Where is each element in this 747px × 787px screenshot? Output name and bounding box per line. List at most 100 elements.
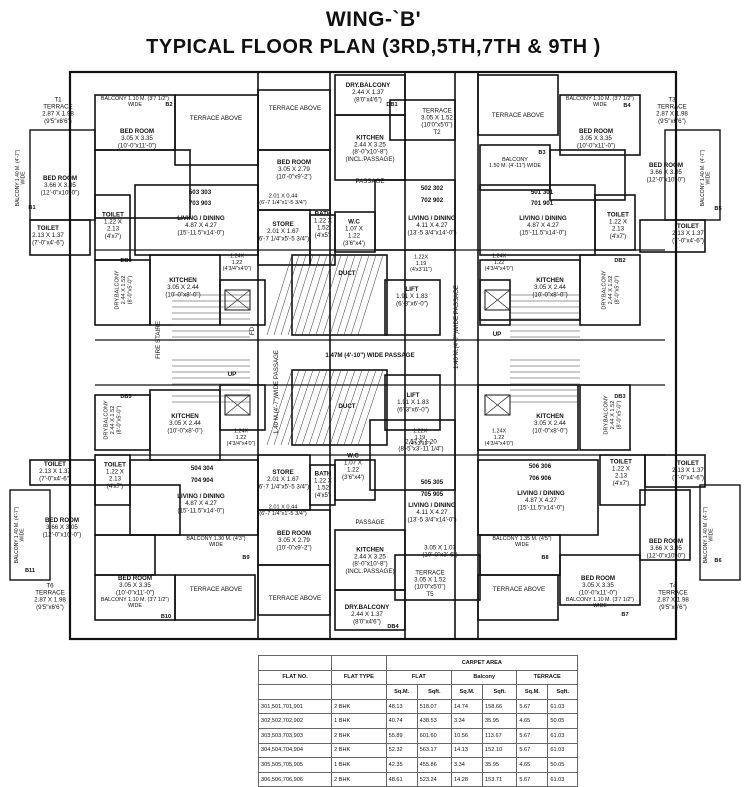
- toilet-t-lower-right-line: 2.13 X 1.37: [672, 467, 704, 474]
- duct-hatch: [308, 254, 335, 336]
- dim-122-lower-line: 1.22X: [413, 429, 427, 435]
- dim-124-upper-right-line: (4'3/4"x4'0"): [485, 266, 514, 272]
- tag-b5-line: B5: [714, 206, 721, 212]
- dry-balcony-db5-line: DRY.BALCONY: [104, 400, 110, 440]
- table-cell: 518.07: [416, 698, 453, 715]
- toilet-t-upper-right-line: TOILET: [677, 223, 699, 230]
- bath-upper-line: (4'x5'): [315, 232, 331, 239]
- bedroom-left-lower-line: BED ROOM: [45, 517, 79, 524]
- balcony-outline: [699, 484, 741, 581]
- terrace-t1-line: 2.87 X 1.98: [42, 111, 74, 118]
- dry-balcony-db2-line: 2.44 X 1.52: [608, 276, 614, 305]
- room-outline: [644, 454, 706, 488]
- toilet-t-lower-left-line: 2.13 X 1.37: [39, 468, 71, 475]
- terrace-t6-line: TERRACE: [35, 590, 65, 597]
- table-cell: 4.65: [516, 713, 549, 729]
- table-cell: 302,502,702,902: [257, 713, 333, 729]
- wc-upper-line: W.C: [348, 218, 360, 225]
- header-balcony: Balcony: [451, 669, 518, 686]
- toilet-t-upper-left-line: (7'-0"x4'-6"): [32, 239, 64, 246]
- table-cell: 5.67: [516, 742, 549, 759]
- living-506-line: LIVING / DINING: [517, 490, 565, 497]
- store-upper-line: STORE: [272, 221, 293, 228]
- dim-124-upper-line: 1.22: [232, 260, 243, 266]
- terrace-above-center-line: TERRACE ABOVE: [269, 105, 321, 112]
- bedroom-upper-left-line: (10'-0"x11'-0"): [118, 142, 156, 149]
- bedroom-right-lower-line: 3.66 X 3.05: [650, 545, 682, 552]
- bedroom-left-upper-line: BED ROOM: [43, 175, 77, 182]
- table-cell: 113.67: [481, 727, 518, 744]
- living-505-line: 4.11 X 4.27: [416, 509, 448, 516]
- table-cell: 10.56: [451, 727, 483, 744]
- dry-balcony-db5-line: (8'-0"x5'-0"): [116, 405, 122, 434]
- dry-balcony-db4-line: DRY.BALCONY: [345, 604, 390, 611]
- store-upper-line: 2.01 X 1.67: [267, 228, 299, 235]
- table-cell: 14.28: [451, 771, 483, 787]
- duct-hatch: [266, 369, 293, 446]
- floor-plan-title: TYPICAL FLOOR PLAN (3RD,5TH,7TH & 9TH ): [146, 36, 601, 58]
- room-outline: [174, 94, 259, 166]
- bedroom-right-upper-line: 3.66 X 3.05: [650, 169, 682, 176]
- table-cell: 61.03: [547, 771, 578, 787]
- dry-balcony-db6-line: 2.44 X 1.52: [121, 276, 127, 305]
- balcony-b3-line: BALCONY: [502, 157, 528, 163]
- table-cell: 35.95: [481, 757, 518, 773]
- living-506-line: (15'-11.5"x14'-0"): [518, 504, 565, 511]
- toilet-upper-right-line: (4'x7'): [610, 233, 626, 240]
- living-504-line: (15'-11.5"x14'-0"): [178, 507, 225, 514]
- bath-lower-line: (4'x5'): [315, 492, 331, 499]
- store-lower-line: (6'-7 1/4"x5'-5 3/4"): [257, 483, 310, 490]
- lift-box: [224, 289, 251, 311]
- kitchen-lower-left-line: (10'-0"x8'-0"): [167, 427, 202, 434]
- bedroom-left-upper-line: (12'-0"x10'-0"): [41, 189, 80, 196]
- table-cell: 455.86: [416, 757, 453, 773]
- living-504-line: LIVING / DINING: [177, 493, 225, 500]
- duct-hatch: [357, 369, 384, 446]
- tag-b10-line: B10: [161, 614, 171, 620]
- bedroom-lower-right-line: BED ROOM: [581, 575, 615, 582]
- dry-balcony-db3-line: DRY.BALCONY: [604, 395, 610, 435]
- bedroom-upper-right-line: BED ROOM: [579, 128, 613, 135]
- balcony-b8-line: WIDE: [515, 542, 529, 548]
- duct-hatch: [336, 369, 363, 446]
- tag-b8-line: B8: [541, 555, 548, 561]
- lift-lower-line: LIFT: [406, 392, 419, 399]
- bedroom-left-upper-line: 3.66 X 3.05: [44, 182, 76, 189]
- table-cell: 2 BHK: [331, 771, 387, 787]
- balcony-b7-line: BALCONY 1.10 M. (3'7 1/2"): [566, 597, 634, 603]
- duct-hatch: [315, 369, 342, 446]
- toilet-lower-right-line: 1.22 X: [612, 466, 630, 473]
- table-cell: 52.32: [385, 742, 418, 759]
- balcony-b2-line: BALCONY 1.10 M. (3'7 1/2"): [101, 96, 169, 102]
- table-header-cell: [331, 655, 387, 671]
- living-503-line: 4.87 X 4.27: [185, 222, 217, 229]
- dim-124-lower-line: 1.22: [236, 435, 247, 441]
- dry-balcony-db4-line: 2.44 X 1.37: [351, 611, 383, 618]
- bedroom-279-upper-line: 3.05 X 2.79: [278, 166, 310, 173]
- duct-hatch: [280, 254, 307, 336]
- toilet-t-lower-left-line: TOILET: [44, 461, 66, 468]
- toilet-upper-right-line: 2.13: [612, 226, 625, 233]
- store-upper-line: (6'-7 1/4"x5'-5 3/4"): [257, 235, 310, 242]
- terrace-t5-line: T5: [426, 591, 434, 598]
- lift-lower-line: (6'-3"x6'-0"): [397, 406, 429, 413]
- table-cell: 158.66: [481, 698, 518, 715]
- duct-hatch: [294, 369, 321, 446]
- dim-122-upper-line: 1.22X: [414, 255, 428, 261]
- table-cell: 303,503,703,903: [257, 727, 333, 744]
- table-cell: 304,504,704,904: [257, 742, 333, 759]
- passage-201-lower-line: (6'-7 1/4"x1'-5 3/4"): [259, 511, 307, 517]
- balcony-b6-line: BALCONY 1.40 M. (4'-7"): [703, 506, 709, 563]
- terrace-t6-line: 2.87 X 1.98: [34, 597, 66, 604]
- room-outline: [29, 459, 96, 486]
- table-cell: 153.71: [481, 771, 518, 787]
- room-outline: [579, 254, 641, 326]
- table-cell: 301,501,701,901: [257, 698, 333, 715]
- sub-header: Sq.M.: [516, 684, 549, 700]
- room-outline: [639, 219, 706, 253]
- toilet-lower-left-line: 2.13: [109, 476, 122, 483]
- duct-hatch: [287, 369, 314, 446]
- dry-balcony-db6-line: DRY.BALCONY: [115, 270, 121, 310]
